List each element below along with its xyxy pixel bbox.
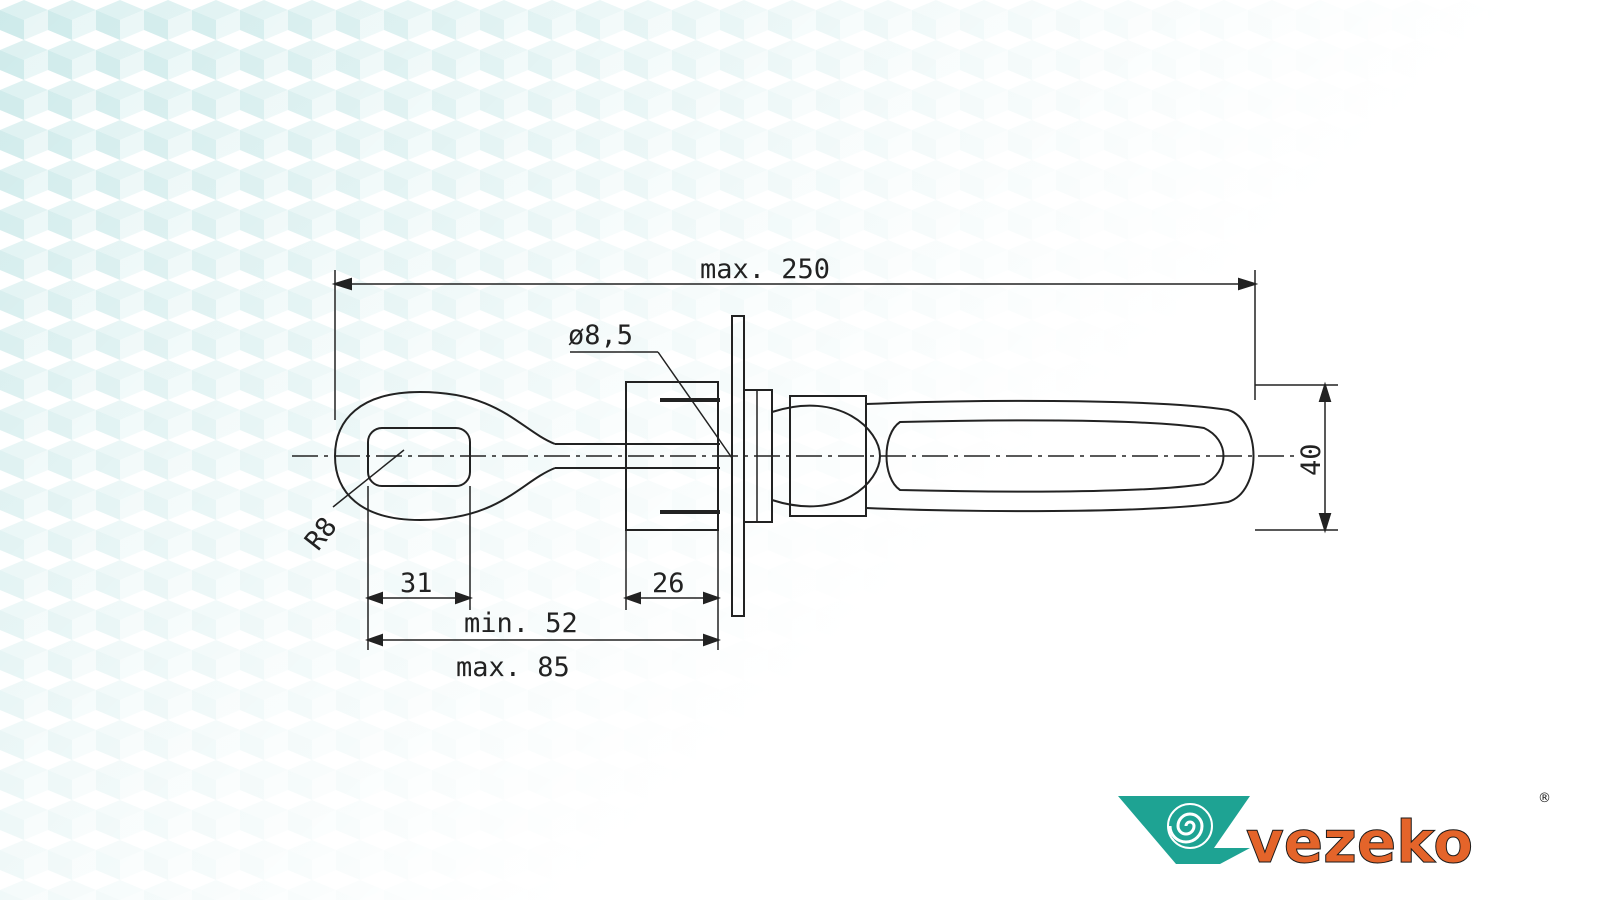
label-eye-radius: R8 bbox=[299, 512, 343, 557]
label-height: 40 bbox=[1296, 443, 1327, 476]
eye-slot bbox=[367, 427, 471, 487]
label-eye-width: 31 bbox=[400, 568, 433, 599]
label-span-min: min. 52 bbox=[464, 608, 578, 639]
bracket bbox=[625, 381, 719, 531]
label-flange-width: 26 bbox=[652, 568, 685, 599]
label-overall-length: max. 250 bbox=[700, 254, 830, 285]
label-span-max: max. 85 bbox=[456, 652, 570, 683]
flange-plate bbox=[731, 315, 745, 617]
logo-brand: vezeko bbox=[1246, 808, 1473, 876]
logo-teal-triangle bbox=[1118, 796, 1250, 864]
vezeko-logo: vezeko ® bbox=[1118, 791, 1551, 877]
label-bolt-diameter: ø8,5 bbox=[568, 320, 633, 351]
handle-outline bbox=[865, 399, 1255, 513]
eye-outline bbox=[333, 390, 556, 522]
handle-grip bbox=[885, 419, 1225, 493]
collar bbox=[789, 395, 867, 517]
logo-registered: ® bbox=[1538, 791, 1551, 806]
nut bbox=[743, 389, 773, 523]
swirl-icon bbox=[1167, 803, 1213, 849]
